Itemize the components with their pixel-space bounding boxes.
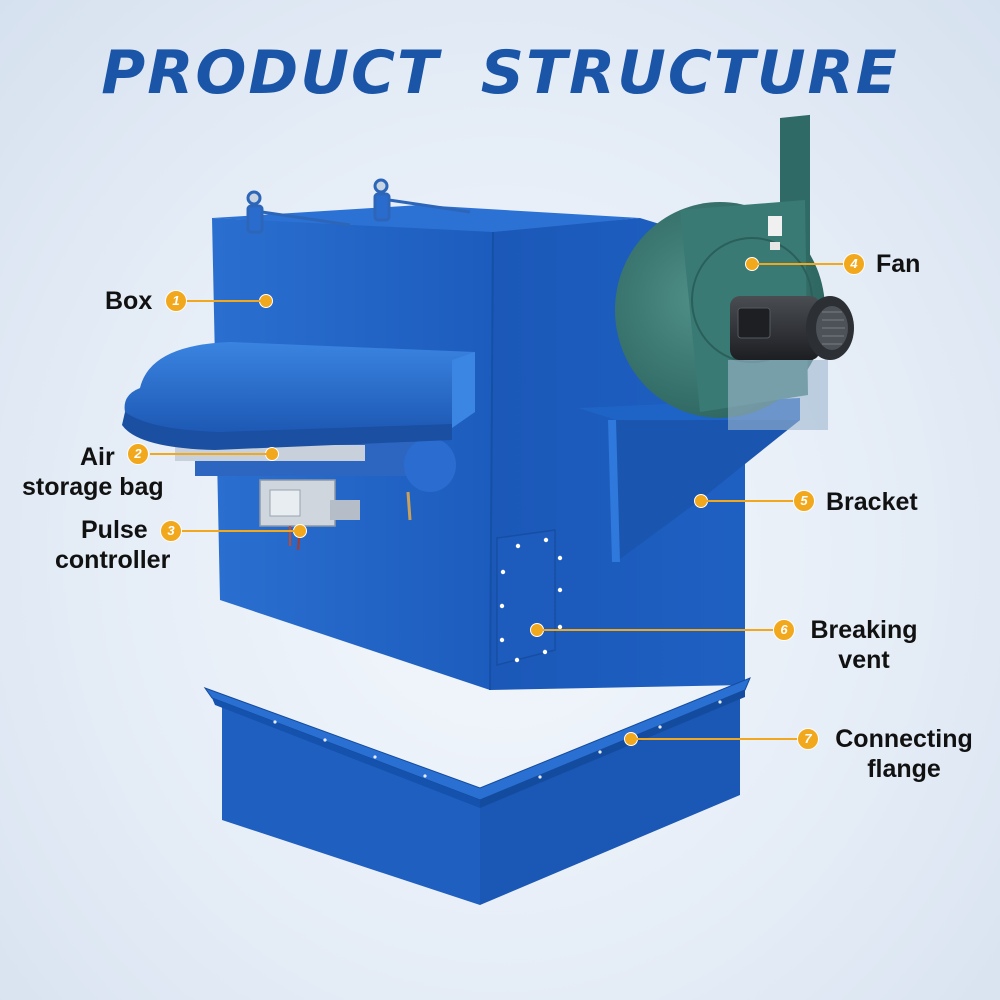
callout-line (178, 300, 264, 302)
label-line: Pulse (81, 516, 148, 544)
label-line: Breaking (810, 616, 918, 644)
label-breaking-vent: Breaking vent (805, 615, 923, 675)
callout-badge: 4 (843, 253, 865, 275)
label-line: Fan (876, 250, 921, 278)
callout-line (180, 530, 298, 532)
label-line: controller (55, 546, 171, 574)
label-bracket: Bracket (826, 487, 918, 517)
callout-badge: 3 (160, 520, 182, 542)
callout-badge: 5 (793, 490, 815, 512)
label-line: storage bag (22, 473, 164, 501)
callout-badge: 6 (773, 619, 795, 641)
hopper (222, 690, 740, 905)
label-connecting-flange: Connecting flange (828, 724, 980, 784)
label-box: Box (105, 286, 152, 316)
lifting-lugs (246, 178, 471, 234)
label-line: Connecting (835, 725, 973, 753)
pulse-controller (259, 479, 412, 551)
label-air-storage-bag: Air storage bag (22, 442, 172, 502)
fan-bracket (578, 398, 800, 562)
label-line: vent (838, 646, 890, 674)
callout-line (700, 500, 796, 502)
callout-badge: 1 (165, 290, 187, 312)
rain-hood (122, 342, 476, 450)
breaking-vent (496, 529, 563, 666)
callout-line (752, 263, 847, 265)
label-line: Air (80, 443, 115, 471)
callout-line (150, 453, 270, 455)
label-line: flange (867, 755, 941, 783)
air-storage-bag (175, 438, 456, 492)
callout-badge: 2 (127, 443, 149, 465)
label-line: Bracket (826, 488, 918, 516)
callout-line (631, 738, 801, 740)
callout-line (537, 629, 777, 631)
label-line: Box (105, 287, 153, 315)
fan-motor (728, 296, 854, 430)
connecting-flange (203, 677, 751, 808)
label-pulse-controller: Pulse controller (55, 515, 177, 575)
label-fan: Fan (876, 249, 920, 279)
callout-badge: 7 (797, 728, 819, 750)
page-title: PRODUCT STRUCTURE (101, 38, 899, 108)
